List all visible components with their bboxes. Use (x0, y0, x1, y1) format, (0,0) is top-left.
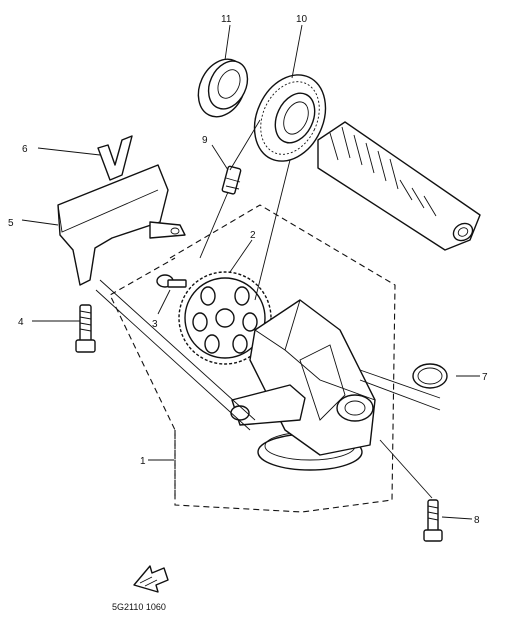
callout-leaders (21, 24, 480, 520)
callout-4: 4 (18, 317, 24, 328)
screw (156, 274, 187, 288)
bolt-right (423, 499, 443, 542)
drawing-code: 5G2110 1060 (112, 602, 166, 612)
forward-arrow-icon (133, 565, 169, 593)
callout-3: 3 (152, 319, 158, 330)
callout-labels: 11 10 9 6 5 2 4 3 7 1 8 (8, 14, 488, 526)
callout-11: 11 (221, 14, 232, 25)
callout-8: 8 (474, 515, 480, 526)
callout-10: 10 (296, 14, 308, 25)
clip (97, 135, 133, 181)
bolt-left (75, 304, 96, 353)
pin (221, 165, 242, 195)
driven-gear-assembly (253, 74, 327, 162)
callout-7: 7 (482, 372, 488, 383)
callout-6: 6 (22, 144, 28, 155)
drive-shaft (317, 121, 481, 251)
oil-seal (197, 58, 249, 118)
assembly-boundary (109, 204, 396, 513)
o-ring (412, 363, 448, 389)
assembly-lines (95, 119, 441, 499)
callout-2: 2 (250, 230, 256, 241)
callout-5: 5 (8, 218, 14, 229)
pump-drive-gear (178, 271, 272, 365)
callout-1: 1 (140, 456, 146, 467)
guide-plate (57, 164, 186, 286)
callout-9: 9 (202, 135, 208, 146)
oil-pump-body (230, 299, 376, 471)
